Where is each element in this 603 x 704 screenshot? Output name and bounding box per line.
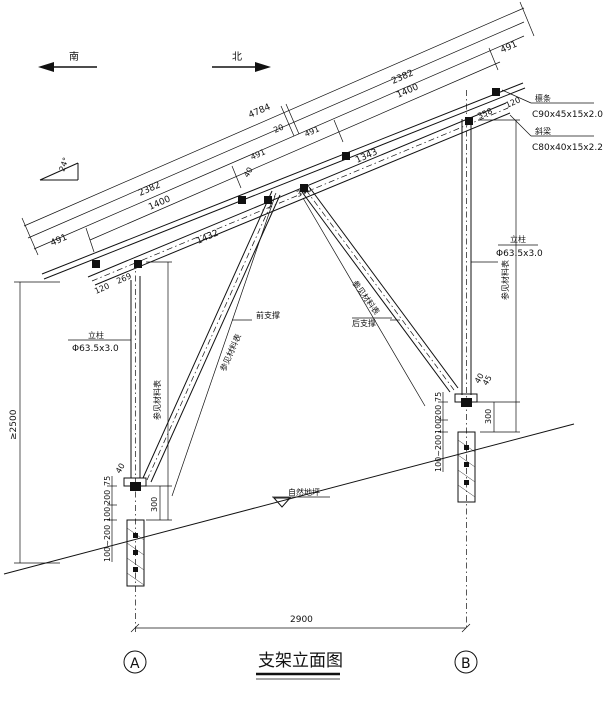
left-pile-dims	[107, 261, 172, 562]
slope-dimension-lines	[21, 1, 535, 256]
right-post-callout	[471, 244, 538, 263]
dim-offset-269: 269	[115, 271, 133, 285]
axis-a-bubble	[123, 650, 147, 674]
dim-gap: 20	[272, 123, 285, 135]
dim-mid-right: 491	[303, 124, 321, 138]
purlin-spec: C90x45x15x2.0	[532, 110, 603, 120]
north-arrow	[212, 62, 271, 72]
dim-pile-left-3: 200	[103, 490, 112, 505]
bolt-left: 40	[114, 462, 127, 475]
rear-brace	[301, 187, 459, 393]
dim-axis-span: 2900	[290, 615, 313, 625]
see-material-right: 参见材料表	[500, 260, 510, 300]
beam-callout	[509, 114, 594, 137]
beam-spec: C80x40x15x2.2	[532, 143, 603, 153]
natural-ground-label: 自然地坪	[288, 487, 320, 497]
dim-right-end: 491	[499, 40, 519, 56]
slope-angle-indicator	[39, 162, 79, 181]
dim-pile-left-top: 75	[103, 476, 112, 486]
post-right-name: 立柱	[510, 234, 526, 244]
south-arrow	[38, 62, 97, 72]
dim-pile-right-1: 100~200	[434, 435, 443, 472]
north-label: 北	[232, 51, 242, 63]
natural-ground-line	[3, 423, 575, 575]
right-pile-dims	[438, 119, 520, 472]
height-dimension	[14, 281, 60, 564]
rear-brace-label: 后支撑	[352, 318, 376, 328]
bolt-right: 40	[473, 372, 486, 385]
dim-pile-left-1: 100~200	[103, 525, 112, 562]
axis-b-label: B	[461, 656, 471, 672]
solar-panel	[41, 82, 526, 280]
dim-offset-358: 358	[476, 106, 494, 120]
front-brace-label: 前支撑	[256, 310, 280, 320]
dim-pile-left-2: 100	[103, 507, 112, 522]
brace-callouts	[171, 195, 426, 497]
left-post	[123, 262, 147, 632]
bolt-top-left: 40	[242, 166, 255, 179]
dim-total-length: 4784	[247, 102, 272, 120]
dim-foundation-300-right: 300	[484, 409, 493, 424]
purlin-clamps	[92, 88, 500, 268]
dim-offset-120-left: 120	[93, 281, 111, 295]
post-right-spec: Φ63.5x3.0	[496, 249, 543, 259]
front-brace	[142, 190, 281, 483]
see-material-rear: 参见材料表	[350, 278, 382, 316]
dim-pile-right-top: 75	[434, 392, 443, 402]
axis-b-bubble	[454, 650, 478, 674]
drawing-title: 支架立面图	[258, 651, 343, 671]
bolt-top-right: 45	[481, 374, 494, 387]
left-pile-foundation	[126, 519, 145, 587]
south-label: 南	[69, 50, 79, 63]
axis-span-dimension	[130, 623, 471, 633]
purlin-name: 檩条	[535, 93, 551, 103]
right-pile-foundation	[457, 431, 476, 503]
dim-top-left-half: 2382	[137, 180, 162, 198]
dim-offset-390: 390	[295, 184, 313, 198]
axis-a-label: A	[130, 656, 140, 672]
post-left-name: 立柱	[88, 330, 104, 340]
inclined-beam	[87, 102, 511, 286]
dim-height-min: ≥2500	[9, 409, 19, 440]
dim-left-end: 491	[49, 233, 69, 249]
dim-pile-right-2: 100	[434, 419, 443, 434]
right-post	[454, 90, 478, 630]
dim-mid-left: 491	[249, 147, 267, 161]
beam-name: 斜梁	[535, 126, 551, 136]
dim-foundation-300-left: 300	[150, 497, 159, 512]
post-left-spec: Φ63.5x3.0	[72, 344, 119, 354]
dim-pile-right-3: 200	[434, 405, 443, 420]
purlin-callout	[501, 89, 594, 104]
see-material-left: 参见材料表	[152, 380, 162, 420]
slope-angle-label: 24°	[57, 156, 70, 172]
